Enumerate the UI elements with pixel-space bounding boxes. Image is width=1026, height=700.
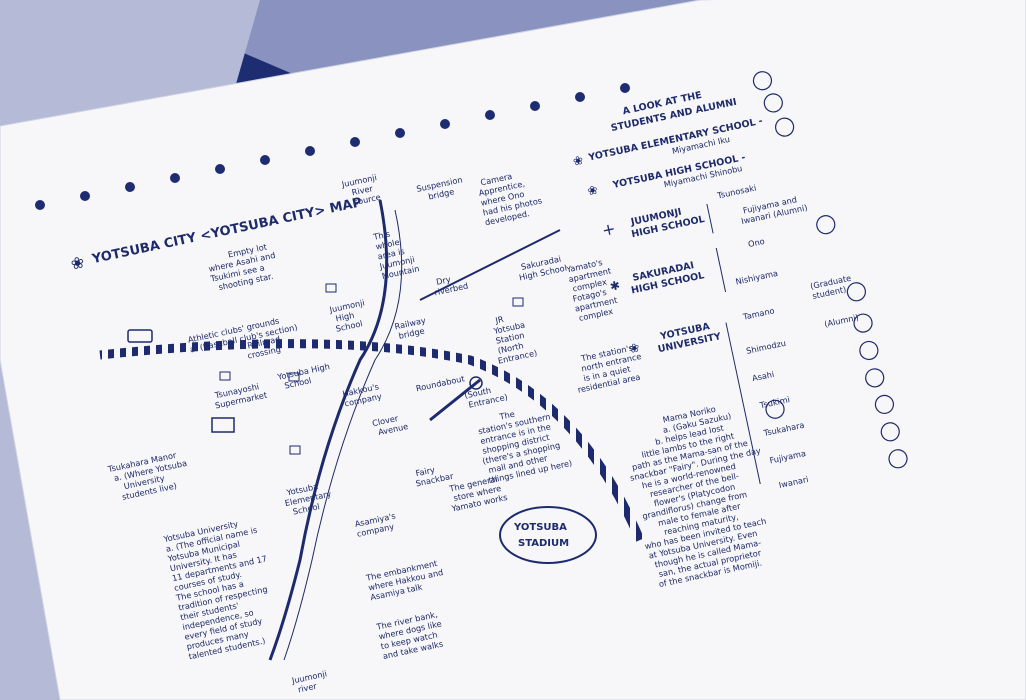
stadium-label-1: YOTSUBA: [513, 522, 567, 533]
juumonji-river: [268, 199, 389, 661]
place-label: CameraApprentice,where Onohad his photos…: [476, 166, 545, 227]
school-member: Asahi: [751, 369, 775, 383]
train-icon: [127, 329, 153, 343]
building-icon: [288, 372, 300, 382]
sakura-icon: ✱: [609, 278, 622, 294]
clover-icon: ❀: [628, 340, 641, 356]
school-member: Ono: [747, 236, 765, 249]
building-icon: [289, 445, 301, 455]
spiral-binding: [35, 83, 630, 210]
clover-icon: ❀: [586, 183, 599, 199]
place-label: Empty lotwhere Asahi andTsukimi see asho…: [204, 240, 280, 293]
clover-icon: ❀: [69, 252, 86, 273]
avatar: [752, 71, 908, 469]
building-icon: [219, 371, 231, 381]
stadium: [499, 506, 597, 564]
place-label: Railwaybridge: [394, 315, 429, 341]
railroad: [99, 339, 645, 542]
cross-icon: +: [600, 219, 617, 240]
clover-icon: ❀: [572, 153, 585, 169]
building-icon: [512, 297, 524, 307]
building-icon: [325, 283, 337, 293]
stadium-label-2: STADIUM: [518, 538, 569, 549]
building-icon: [211, 417, 235, 433]
